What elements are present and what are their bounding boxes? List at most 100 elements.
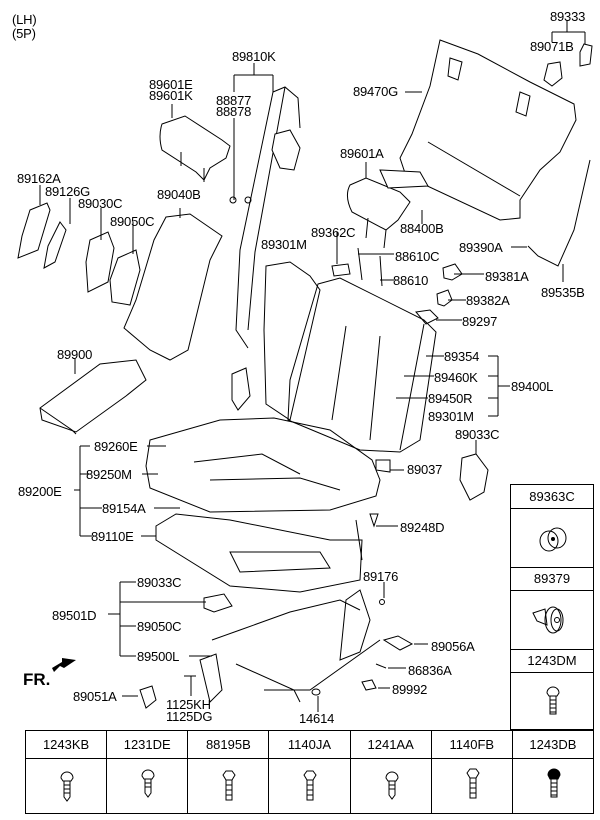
bottom-table-part-number: 1140JA — [269, 731, 350, 759]
screw-icon — [60, 771, 74, 802]
label-89354[interactable]: 89354 — [444, 349, 480, 364]
label-89601K[interactable]: 89601K — [149, 88, 193, 103]
label-89033C[interactable]: 89033C — [137, 575, 182, 590]
front-arrow-icon — [52, 658, 76, 672]
screw-icon — [547, 768, 561, 798]
label-88877[interactable]: 88877 — [216, 93, 252, 108]
side-table-cell[interactable]: 89363C — [511, 485, 593, 568]
label-89301M[interactable]: 89301M — [428, 409, 474, 424]
side-table-part-number: 89379 — [511, 567, 593, 591]
bottom-table-cell[interactable]: 1231DE — [107, 731, 189, 813]
screw-icon — [385, 771, 399, 800]
seatbelt-shape — [229, 86, 301, 349]
bottom-table-cell[interactable]: 1140JA — [269, 731, 351, 813]
screw-icon — [546, 686, 560, 715]
side-table-cell[interactable]: 89379 — [511, 567, 593, 650]
label-89601E[interactable]: 89601E — [149, 77, 193, 92]
label-89040B[interactable]: 89040B — [157, 187, 201, 202]
label-89176[interactable]: 89176 — [363, 569, 399, 584]
armrest-shape — [39, 359, 147, 435]
switch-shape — [543, 43, 593, 87]
label-89154A[interactable]: 89154A — [102, 501, 146, 516]
bottom-table-part-number: 1241AA — [350, 731, 431, 759]
label-89260E[interactable]: 89260E — [94, 439, 138, 454]
side-indicator: (LH) — [12, 12, 37, 27]
headrest-lh-shape — [159, 115, 231, 182]
label-89460K[interactable]: 89460K — [434, 370, 478, 385]
label-89200E[interactable]: 89200E — [18, 484, 62, 499]
hex-bolt-icon — [222, 770, 236, 801]
label-89500L[interactable]: 89500L — [137, 649, 180, 664]
label-89535B[interactable]: 89535B — [541, 285, 585, 300]
bottom-parts-table: 1243KB 1231DE 88195B 1140JA 1241AA 1140F… — [25, 730, 594, 814]
label-1125DG[interactable]: 1125DG — [166, 709, 213, 724]
clip-icon — [539, 527, 567, 552]
label-89037[interactable]: 89037 — [407, 462, 443, 477]
label-89601A[interactable]: 89601A — [340, 146, 384, 161]
bottom-table-cell[interactable]: 1243KB — [26, 731, 108, 813]
label-88610[interactable]: 88610 — [393, 273, 429, 288]
label-89333[interactable]: 89333 — [550, 9, 586, 24]
bottom-table-part-number: 1231DE — [107, 731, 188, 759]
variant-indicator: (5P) — [12, 26, 36, 41]
bottom-table-part-number: 88195B — [188, 731, 269, 759]
seat-track-shape — [199, 589, 381, 703]
label-89900[interactable]: 89900 — [57, 347, 93, 362]
grommet-icon — [532, 606, 564, 634]
label-89470G[interactable]: 89470G — [353, 84, 399, 99]
label-89400L[interactable]: 89400L — [511, 379, 554, 394]
label-89050C[interactable]: 89050C — [110, 214, 155, 229]
side-brackets-shape — [17, 202, 141, 306]
label-89501D[interactable]: 89501D — [52, 608, 97, 623]
bottom-table-part-number: 1243DB — [512, 731, 593, 759]
label-89992[interactable]: 89992 — [392, 682, 428, 697]
label-89110E[interactable]: 89110E — [91, 529, 134, 544]
label-89126G[interactable]: 89126G — [45, 184, 91, 199]
hex-bolt-icon — [303, 770, 318, 801]
cable-shape — [527, 159, 591, 267]
label-86836A[interactable]: 86836A — [408, 663, 452, 678]
label-89362C[interactable]: 89362C — [311, 225, 356, 240]
label-1125KH[interactable]: 1125KH — [166, 697, 211, 712]
seat-cushion-shape — [145, 417, 381, 513]
label-89450R[interactable]: 89450R — [428, 391, 473, 406]
side-table-part-number: 1243DM — [511, 649, 593, 673]
bottom-table-cell[interactable]: 1140FB — [431, 731, 513, 813]
side-table-cell[interactable]: 1243DM — [511, 649, 593, 731]
label-89301M-top[interactable]: 89301M — [261, 237, 307, 252]
label-89390A[interactable]: 89390A — [459, 240, 503, 255]
label-89051A[interactable]: 89051A — [73, 689, 117, 704]
label-89381A[interactable]: 89381A — [485, 269, 529, 284]
label-89297[interactable]: 89297 — [462, 314, 498, 329]
cushion-frame-shape — [155, 513, 363, 593]
back-panel-shape — [123, 213, 223, 361]
bottom-table-cell[interactable]: 1243DB — [512, 731, 593, 813]
label-89162A[interactable]: 89162A — [17, 171, 61, 186]
bottom-table-part-number: 1140FB — [431, 731, 512, 759]
bottom-table-part-number: 1243KB — [26, 731, 107, 759]
label-89071B[interactable]: 89071B — [530, 39, 574, 54]
label-89033C-top[interactable]: 89033C — [455, 427, 500, 442]
bottom-table-cell[interactable]: 88195B — [188, 731, 270, 813]
label-89382A[interactable]: 89382A — [466, 293, 510, 308]
seat-back-shape — [231, 261, 437, 453]
front-indicator-label: FR. — [23, 670, 51, 689]
screw-icon — [141, 769, 155, 798]
label-88610C[interactable]: 88610C — [395, 249, 440, 264]
label-89248D[interactable]: 89248D — [400, 520, 445, 535]
hex-bolt-icon — [466, 768, 480, 799]
label-89030C[interactable]: 89030C — [78, 196, 123, 211]
label-89050C-track[interactable]: 89050C — [137, 619, 182, 634]
label-14614[interactable]: 14614 — [299, 711, 335, 726]
back-board-shape — [399, 39, 577, 221]
headrest-center-shape — [346, 169, 429, 249]
bottom-table-cell[interactable]: 1241AA — [350, 731, 432, 813]
label-89056A[interactable]: 89056A — [431, 639, 475, 654]
side-parts-table: 89363C 89379 1243DM — [510, 484, 594, 730]
label-88400B[interactable]: 88400B — [400, 221, 444, 236]
label-88878[interactable]: 88878 — [216, 104, 252, 119]
leader-lines — [39, 20, 586, 712]
label-89810K[interactable]: 89810K — [232, 49, 276, 64]
label-89250M[interactable]: 89250M — [86, 467, 132, 482]
